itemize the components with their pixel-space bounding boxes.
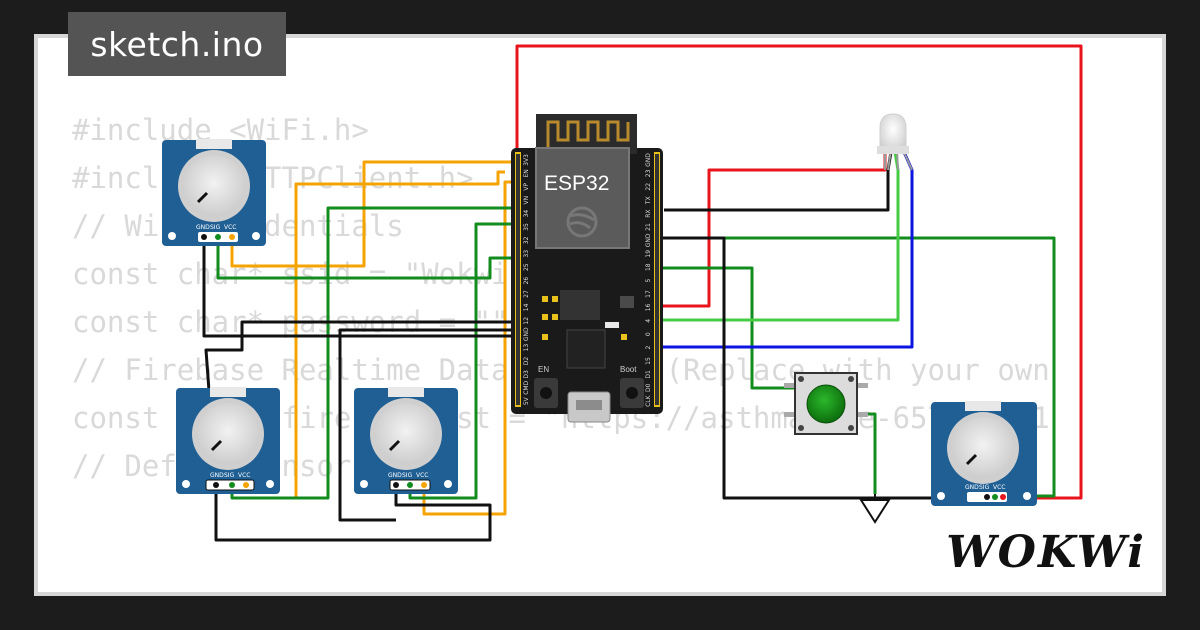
left-pin-label: 27 bbox=[523, 290, 530, 298]
espressif-logo-icon bbox=[566, 206, 598, 238]
right-pin-label: 5 bbox=[645, 279, 652, 283]
pot-pin-vcc-label: VCC bbox=[416, 472, 428, 479]
pot-pin-vcc-label: VCC bbox=[224, 224, 236, 231]
pot-pin-gnd-label: GND bbox=[965, 484, 979, 491]
left-pin-label: D3 bbox=[523, 370, 530, 379]
boot-label: Boot bbox=[620, 365, 637, 374]
pin-holes bbox=[516, 154, 659, 405]
filename-tab[interactable]: sketch.ino bbox=[68, 12, 286, 76]
pot-knob[interactable] bbox=[197, 403, 259, 465]
pot-pin-vcc-label: VCC bbox=[993, 484, 1005, 491]
left-pin-label: 33 bbox=[523, 250, 530, 258]
right-pin-label: 19 bbox=[645, 250, 652, 258]
pot-pin-gnd-label: GND bbox=[210, 472, 224, 479]
left-pin-label: VN bbox=[523, 196, 530, 205]
right-pin-label: 21 bbox=[645, 223, 652, 231]
right-pin-label: 18 bbox=[645, 263, 652, 271]
potentiometer-1[interactable]: GND SIG VCC bbox=[162, 139, 266, 246]
left-pin-label: EN bbox=[523, 169, 530, 177]
left-pin-label: 25 bbox=[523, 263, 530, 271]
right-pin-label: 16 bbox=[645, 303, 652, 311]
right-pin-label: 22 bbox=[645, 183, 652, 191]
wire-red-vcc[interactable] bbox=[515, 44, 1083, 500]
pot-pin-gnd-label: GND bbox=[196, 224, 210, 231]
right-pin-label: 0 bbox=[645, 332, 652, 336]
potentiometer-3[interactable]: GND SIG VCC bbox=[354, 387, 458, 494]
pot-pin-vcc-label: VCC bbox=[238, 472, 250, 479]
left-pin-label: VP bbox=[523, 183, 530, 191]
right-pin-label: D0 bbox=[645, 383, 652, 392]
left-pin-label: 12 bbox=[523, 317, 530, 325]
right-pin-label: GND bbox=[645, 153, 652, 167]
rgb-led[interactable] bbox=[877, 113, 913, 171]
pot-knob[interactable] bbox=[952, 417, 1014, 479]
code-line: #include <WiFi.h> bbox=[72, 113, 369, 147]
wire-black-pot3[interactable] bbox=[338, 328, 512, 522]
en-label: EN bbox=[538, 365, 549, 374]
pot-pin-sig-label: SIG bbox=[210, 224, 221, 231]
left-pin-label: GND bbox=[523, 327, 530, 341]
esp32-board[interactable]: ESP32 EN Boot bbox=[511, 114, 663, 423]
pot-knob[interactable] bbox=[183, 155, 245, 217]
right-pin-label: 15 bbox=[645, 357, 652, 365]
pot-pin-sig-label: SIG bbox=[402, 472, 413, 479]
right-pin-label: CLK bbox=[645, 394, 652, 407]
wire-black-led[interactable] bbox=[664, 151, 893, 212]
left-pin-label: 35 bbox=[523, 223, 530, 231]
right-pin-label: GND bbox=[645, 233, 652, 247]
pot-knob[interactable] bbox=[375, 403, 437, 465]
left-pin-label: 26 bbox=[523, 277, 530, 285]
right-pin-label: 4 bbox=[645, 319, 652, 323]
wire-lightgreen-led[interactable] bbox=[518, 151, 900, 322]
push-button[interactable] bbox=[784, 372, 868, 435]
right-pin-label: D1 bbox=[645, 370, 652, 379]
left-pin-label: 34 bbox=[523, 210, 530, 218]
right-pin-label: 2 bbox=[645, 346, 652, 350]
right-pin-label: 17 bbox=[645, 290, 652, 298]
potentiometer-2[interactable]: GND SIG VCC bbox=[176, 387, 280, 494]
left-pin-label: 5V bbox=[523, 396, 530, 405]
wire-black-pot2[interactable] bbox=[204, 320, 512, 542]
left-pin-label: CMD bbox=[523, 380, 530, 394]
pot-pin-gnd-label: GND bbox=[388, 472, 402, 479]
left-pin-label: 32 bbox=[523, 236, 530, 244]
wires bbox=[202, 44, 1083, 542]
pot-pin-sig-label: SIG bbox=[224, 472, 235, 479]
wokwi-logo: WOKWi bbox=[946, 527, 1146, 578]
wire-orange-pot1[interactable] bbox=[230, 160, 512, 268]
left-pin-label: 3V3 bbox=[523, 154, 530, 166]
left-pin-label: 14 bbox=[523, 303, 530, 311]
wire-green-pot1[interactable] bbox=[216, 238, 518, 280]
board-label: ESP32 bbox=[544, 172, 609, 195]
wire-black-pot1[interactable] bbox=[202, 238, 518, 338]
pot-pin-sig-label: SIG bbox=[979, 484, 990, 491]
wire-green-button-out[interactable] bbox=[857, 412, 877, 494]
board-chip bbox=[560, 290, 600, 320]
right-pin-label: TX bbox=[645, 196, 652, 205]
right-pin-label: RX bbox=[645, 209, 652, 217]
ground-symbol-icon bbox=[859, 494, 891, 524]
wire-black-gnd-right[interactable] bbox=[650, 236, 987, 500]
usb-chip bbox=[566, 329, 606, 369]
right-pin-label: 23 bbox=[645, 169, 652, 177]
left-pin-label: D2 bbox=[523, 357, 530, 366]
potentiometer-4[interactable]: GND SIG VCC bbox=[931, 401, 1037, 506]
left-pin-label: 13 bbox=[523, 344, 530, 352]
